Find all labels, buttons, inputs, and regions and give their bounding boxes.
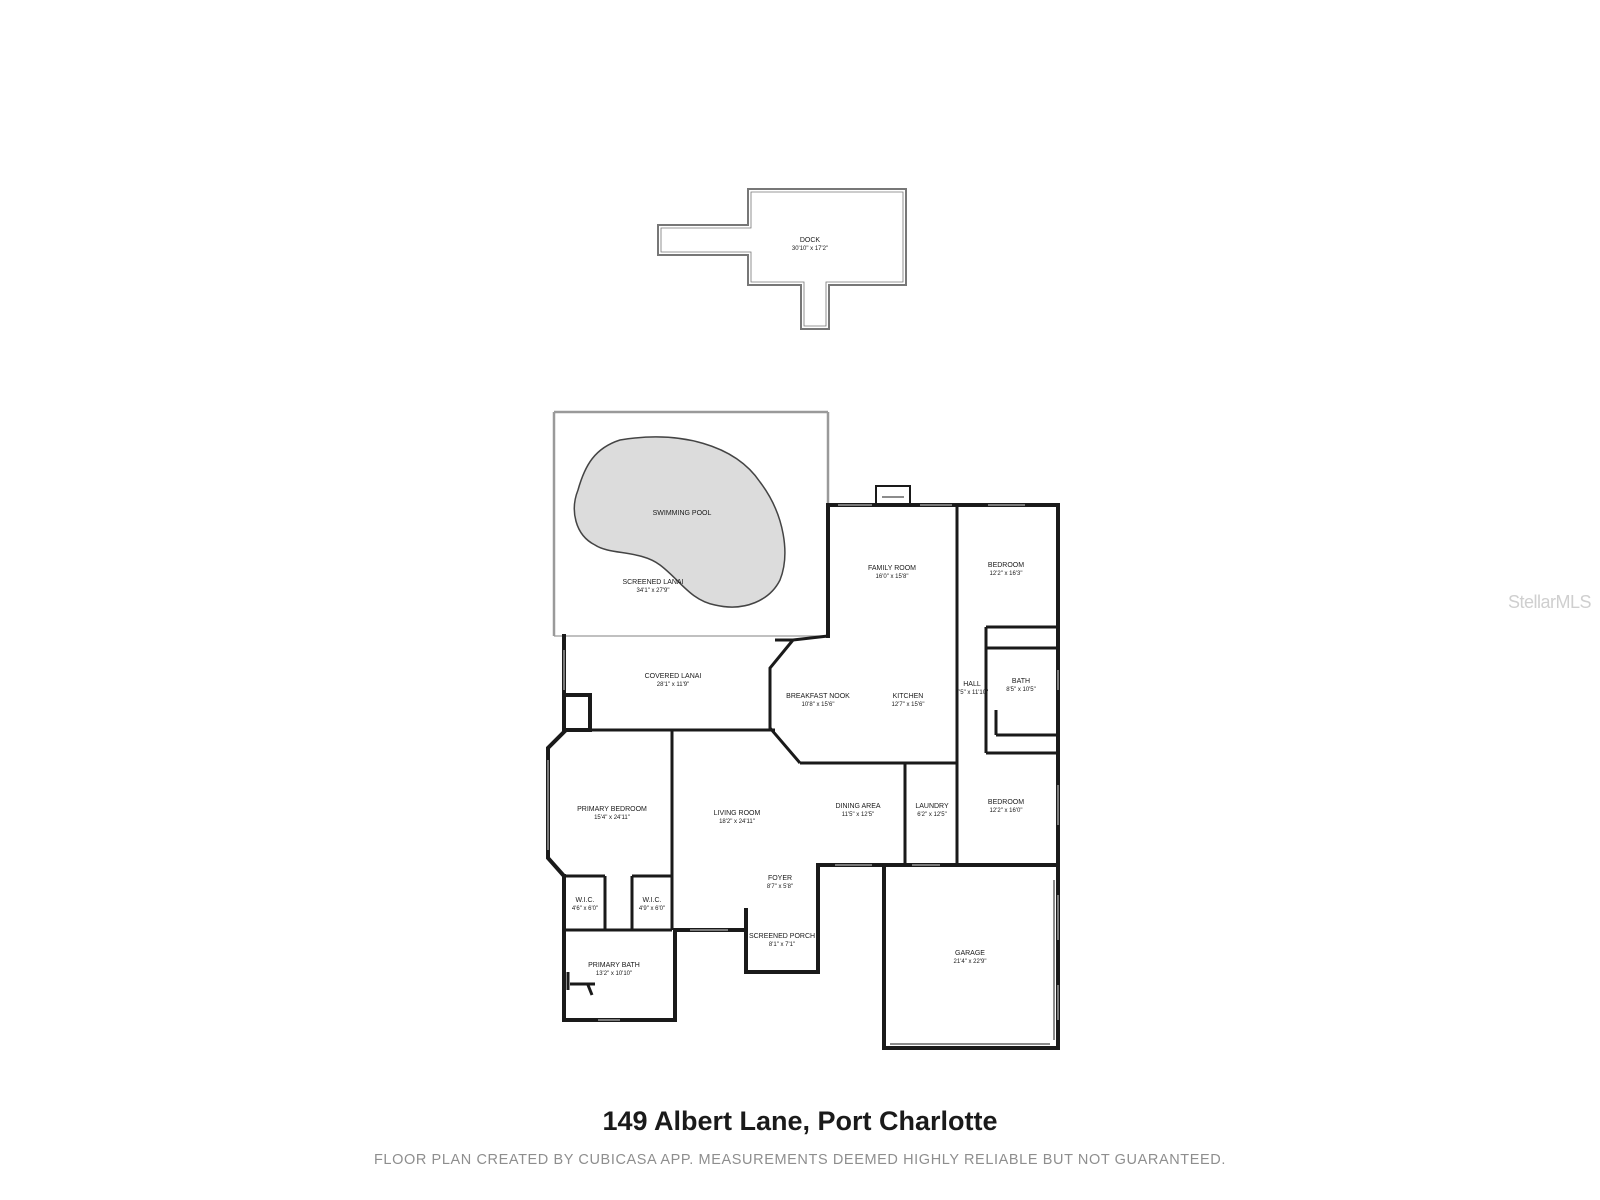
covered-lanai-dims: 28'1" x 11'9": [657, 682, 689, 688]
dining-area-label: DINING AREA: [835, 803, 880, 810]
living-room-dims: 18'2" x 24'11": [719, 819, 755, 825]
breakfast-nook-label: BREAKFAST NOOK: [786, 693, 850, 700]
garage-label: GARAGE: [955, 950, 985, 957]
swimming-pool-label: SWIMMING POOL: [653, 510, 712, 517]
primary-bath-label: PRIMARY BATH: [588, 962, 640, 969]
address-title: 149 Albert Lane, Port Charlotte: [602, 1106, 998, 1136]
bath-dims: 8'5" x 10'5": [1006, 687, 1036, 693]
screened-porch-label: SCREENED PORCH: [749, 933, 815, 940]
dock-dims: 30'10" x 17'2": [792, 246, 828, 252]
kitchen-label: KITCHEN: [893, 693, 924, 700]
primary-bath-dims: 13'2" x 10'10": [596, 971, 632, 977]
wic-2-dims: 4'9" x 6'0": [639, 906, 665, 912]
foyer-label: FOYER: [768, 875, 792, 882]
screened-lanai-label: SCREENED LANAI: [622, 579, 683, 586]
interior-walls: [564, 505, 1058, 1045]
wic-2-label: W.I.C.: [642, 897, 661, 904]
laundry-dims: 6'2" x 12'5": [917, 812, 947, 818]
covered-lanai-label: COVERED LANAI: [645, 673, 702, 680]
family-room-label: FAMILY ROOM: [868, 565, 916, 572]
screened-porch-dims: 8'1" x 7'1": [769, 942, 795, 948]
screened-lanai-dims: 34'1" x 27'9": [637, 588, 670, 594]
family-room-dims: 16'0" x 15'8": [876, 574, 909, 580]
wic-1-label: W.I.C.: [575, 897, 594, 904]
primary-bedroom-label: PRIMARY BEDROOM: [577, 806, 647, 813]
disclaimer-text: FLOOR PLAN CREATED BY CUBICASA APP. MEAS…: [373, 1152, 1227, 1168]
bath-label: BATH: [1012, 678, 1030, 685]
bedroom-1-dims: 12'2" x 16'3": [990, 571, 1023, 577]
watermark-text: StellarMLS: [1508, 592, 1592, 612]
bedroom-2-label: BEDROOM: [988, 799, 1024, 806]
dock-outline: [657, 188, 907, 330]
fireplace: [875, 485, 911, 506]
windows: [547, 504, 1059, 1021]
garage-dims: 21'4" x 22'9": [954, 959, 987, 965]
kitchen-dims: 12'7" x 15'6": [892, 702, 925, 708]
room-labels: DOCK 30'10" x 17'2" SWIMMING POOL SCREEN…: [572, 237, 1036, 977]
wic-1-dims: 4'6" x 6'0": [572, 906, 598, 912]
primary-bedroom-dims: 15'4" x 24'11": [594, 815, 630, 821]
living-room-label: LIVING ROOM: [714, 810, 761, 817]
hall-dims: 7'5" x 11'10": [956, 690, 988, 696]
bedroom-2-dims: 12'2" x 16'0": [990, 808, 1023, 814]
dining-area-dims: 11'5" x 12'5": [842, 812, 874, 818]
hall-label: HALL: [963, 681, 981, 688]
laundry-label: LAUNDRY: [915, 803, 949, 810]
swimming-pool: [573, 436, 786, 608]
bedroom-1-label: BEDROOM: [988, 562, 1024, 569]
breakfast-nook-dims: 10'8" x 15'6": [802, 702, 835, 708]
foyer-dims: 8'7" x 5'8": [767, 884, 793, 890]
dock-label: DOCK: [800, 237, 821, 244]
